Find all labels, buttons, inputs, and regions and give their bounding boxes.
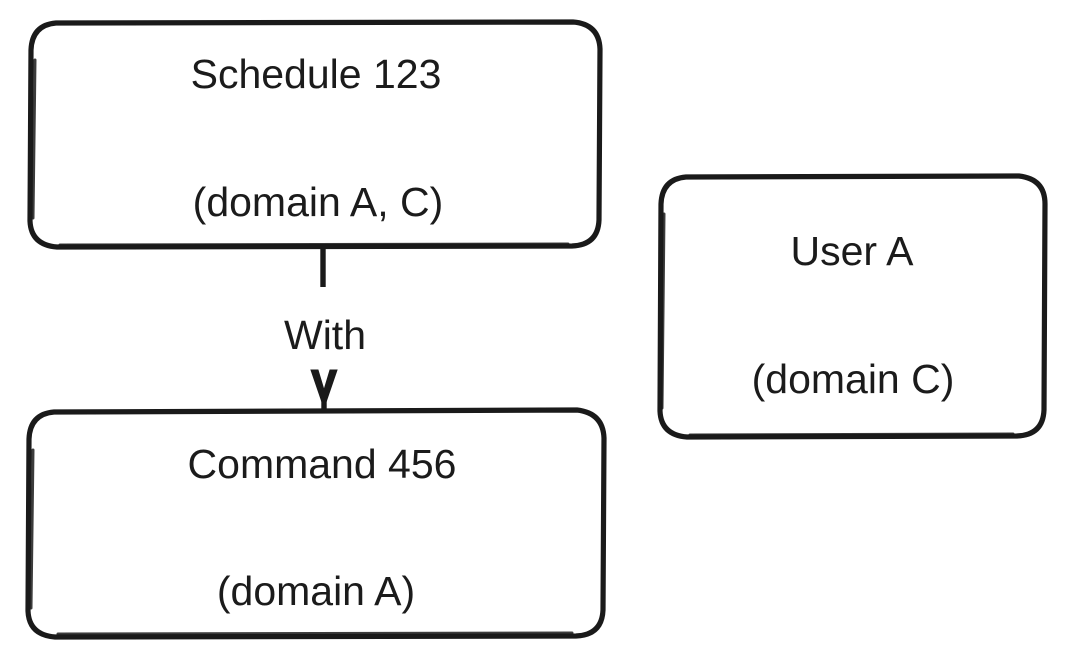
node-user-a-sketch-overlay (660, 212, 666, 410)
node-user-a[interactable]: User A (domain C) (657, 173, 1048, 440)
node-command-456-sketch-overlay (29, 448, 35, 610)
node-schedule-123-subtitle: (domain A, C) (193, 179, 444, 225)
node-user-a-shape (657, 173, 1048, 440)
edge-schedule-to-command-label: With (284, 312, 366, 358)
node-command-456-title: Command 456 (188, 441, 457, 487)
node-schedule-123-title: Schedule 123 (191, 51, 442, 97)
node-schedule-123-sketch-overlay (31, 58, 37, 220)
node-schedule-123-shape (27, 19, 603, 250)
node-user-a-sketch-overlay-2 (688, 432, 1015, 437)
edge-schedule-to-command[interactable]: With (284, 246, 366, 412)
node-user-a-subtitle: (domain C) (752, 356, 955, 402)
node-schedule-123-sketch-overlay-2 (58, 242, 570, 247)
node-user-a-title: User A (790, 228, 914, 274)
node-command-456[interactable]: Command 456 (domain A) (25, 407, 607, 640)
node-command-456-shape (25, 407, 607, 640)
node-command-456-subtitle: (domain A) (217, 568, 415, 614)
node-command-456-sketch-overlay-2 (56, 631, 574, 636)
node-schedule-123[interactable]: Schedule 123 (domain A, C) (27, 19, 603, 250)
